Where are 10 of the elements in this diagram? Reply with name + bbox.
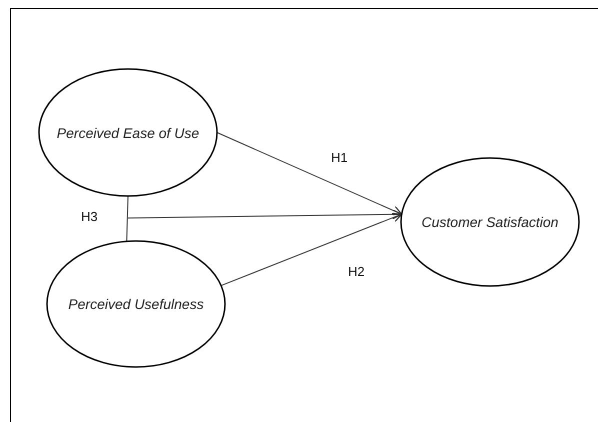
connector-line: [126, 196, 128, 242]
arrow: [220, 212, 402, 286]
arrow: [216, 132, 402, 216]
construct-label: Perceived Usefulness: [68, 296, 204, 312]
construct-label: Perceived Ease of Use: [56, 124, 200, 140]
arrow: [128, 209, 402, 220]
construct-label: Customer Satisfaction: [422, 214, 558, 230]
edge-label: H2: [347, 264, 366, 279]
edge-label: H3: [80, 209, 99, 224]
edge-label: H1: [330, 150, 349, 165]
